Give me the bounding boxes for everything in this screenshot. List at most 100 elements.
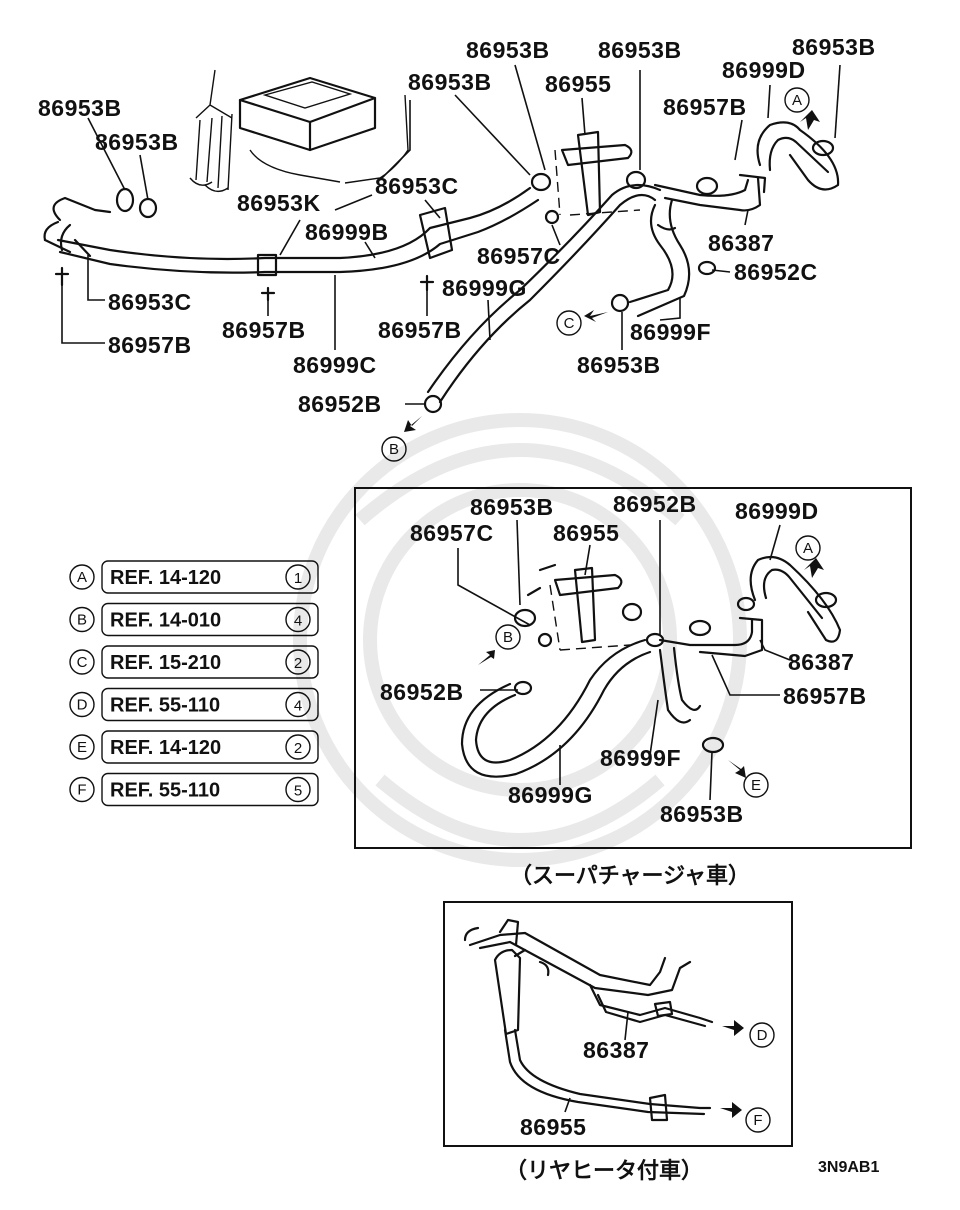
reference-number-circle xyxy=(285,606,311,633)
sc-label-86957C: 86957C xyxy=(410,520,494,546)
hose-86999G xyxy=(426,183,662,404)
rear-arrow-to-d-icon xyxy=(722,1020,744,1036)
sc-label-86953B-2: 86953B xyxy=(660,801,744,827)
rear-arrow-to-f-icon xyxy=(720,1102,742,1118)
sc-leader-lines xyxy=(457,519,791,801)
reference-letter-circle xyxy=(69,564,95,590)
sc-label-86999F: 86999F xyxy=(600,745,681,771)
reference-letter: C xyxy=(77,654,88,671)
reference-text: REF. 15-210 xyxy=(110,652,221,674)
sc-label-86999D: 86999D xyxy=(735,498,819,524)
reference-number-circle xyxy=(285,691,311,718)
label-86953C-2: 86953C xyxy=(108,289,192,315)
label-86952B: 86952B xyxy=(298,391,382,417)
rear-parts xyxy=(463,918,714,1122)
rear-circle-d: D xyxy=(749,1022,775,1048)
reference-letter: A xyxy=(77,569,87,586)
sc-label-86999G: 86999G xyxy=(508,782,593,808)
reference-box xyxy=(101,687,319,722)
hose-86999F xyxy=(628,198,691,318)
reference-row: C REF. 15-210 2 xyxy=(69,645,319,679)
label-86955: 86955 xyxy=(545,71,611,97)
reference-text: REF. 14-010 xyxy=(110,610,221,632)
label-86953B-5: 86953B xyxy=(598,37,682,63)
rear-label-86387: 86387 xyxy=(583,1037,649,1063)
arrow-to-c-icon xyxy=(584,310,608,322)
hose-86999D xyxy=(756,121,840,191)
label-86999G: 86999G xyxy=(442,275,527,301)
label-86953B-6: 86953B xyxy=(792,34,876,60)
rear-heater-caption: （リヤヒータ付車） xyxy=(505,1159,703,1184)
label-86953K: 86953K xyxy=(237,190,321,216)
reference-box xyxy=(101,772,319,807)
reference-text: REF. 14-120 xyxy=(110,567,221,589)
supercharger-caption: （スーパチャージャ車） xyxy=(510,864,750,889)
reference-table: A REF. 14-120 1B REF. 14-010 4C REF. 15-210 2D… xyxy=(69,560,319,807)
reference-row: B REF. 14-010 4 xyxy=(69,602,319,637)
main-diagram: 86953B 86953B 86953B 86953B 86953B 86955… xyxy=(38,34,876,462)
label-86957C: 86957C xyxy=(477,243,561,269)
reference-number: 4 xyxy=(294,613,302,630)
reference-letter-circle xyxy=(69,776,95,803)
sc-arrow-to-a-icon xyxy=(804,558,824,578)
reference-box xyxy=(101,730,319,764)
rear-circle-f: F xyxy=(745,1107,771,1133)
sc-label-86955: 86955 xyxy=(553,520,619,546)
label-86999F: 86999F xyxy=(630,319,711,345)
sc-arrow-to-e-icon xyxy=(728,760,746,778)
reference-letter-circle xyxy=(69,691,95,718)
reference-letter: E xyxy=(77,739,87,756)
reference-letter: D xyxy=(77,697,88,714)
reference-row: F REF. 55-110 5 xyxy=(69,772,319,807)
label-86999D: 86999D xyxy=(722,57,806,83)
reference-letter: B xyxy=(77,612,87,629)
rear-label-86955: 86955 xyxy=(520,1114,586,1140)
sc-label-86952B-2: 86952B xyxy=(380,679,464,705)
reference-number: 5 xyxy=(294,783,302,800)
reference-text: REF. 55-110 xyxy=(110,695,220,717)
svg-text:C: C xyxy=(564,315,575,332)
main-leader-lines xyxy=(61,64,841,405)
svg-text:A: A xyxy=(803,540,813,557)
svg-text:B: B xyxy=(389,441,399,458)
reference-text: REF. 14-120 xyxy=(110,737,221,759)
reference-box xyxy=(101,602,319,637)
label-86953C-1: 86953C xyxy=(375,173,459,199)
label-86953B-3: 86953B xyxy=(408,69,492,95)
sc-circle-b: B xyxy=(495,624,521,650)
sc-arrow-from-b-icon xyxy=(478,650,495,665)
arrow-to-b-icon xyxy=(404,416,422,432)
circle-b-main: B xyxy=(381,436,407,462)
label-86957B-3: 86957B xyxy=(222,317,306,343)
label-86957B-1: 86957B xyxy=(663,94,747,120)
label-86953B-2: 86953B xyxy=(95,129,179,155)
heater-unit xyxy=(189,69,409,193)
diagram-code: 3N9AB1 xyxy=(818,1159,879,1176)
rear-leader-lines xyxy=(564,1011,629,1113)
reference-number-circle xyxy=(285,776,311,803)
reference-number-circle xyxy=(285,564,311,590)
sc-label-86387: 86387 xyxy=(788,649,854,675)
circle-a-main: A xyxy=(784,87,810,113)
reference-letter-circle xyxy=(69,606,95,633)
sc-label-86952B-1: 86952B xyxy=(613,491,697,517)
label-86953B-7: 86953B xyxy=(577,352,661,378)
reference-number: 1 xyxy=(294,570,302,587)
circle-c-main: C xyxy=(556,310,582,336)
reference-number-circle xyxy=(285,649,311,675)
reference-letter-circle xyxy=(69,649,95,675)
reference-number: 2 xyxy=(294,655,302,672)
sc-circle-e: E xyxy=(743,772,769,798)
label-86387: 86387 xyxy=(708,230,774,256)
label-86957B-4: 86957B xyxy=(378,317,462,343)
sc-label-86957B: 86957B xyxy=(783,683,867,709)
svg-text:F: F xyxy=(753,1112,762,1129)
reference-letter: F xyxy=(77,782,86,799)
reference-text: REF. 55-110 xyxy=(110,780,220,802)
reference-number-circle xyxy=(285,734,311,760)
reference-letter-circle xyxy=(69,734,95,760)
reference-box xyxy=(101,645,319,679)
supercharger-box: 86953B 86952B 86999D 86957C 86955 86387 … xyxy=(354,487,912,849)
